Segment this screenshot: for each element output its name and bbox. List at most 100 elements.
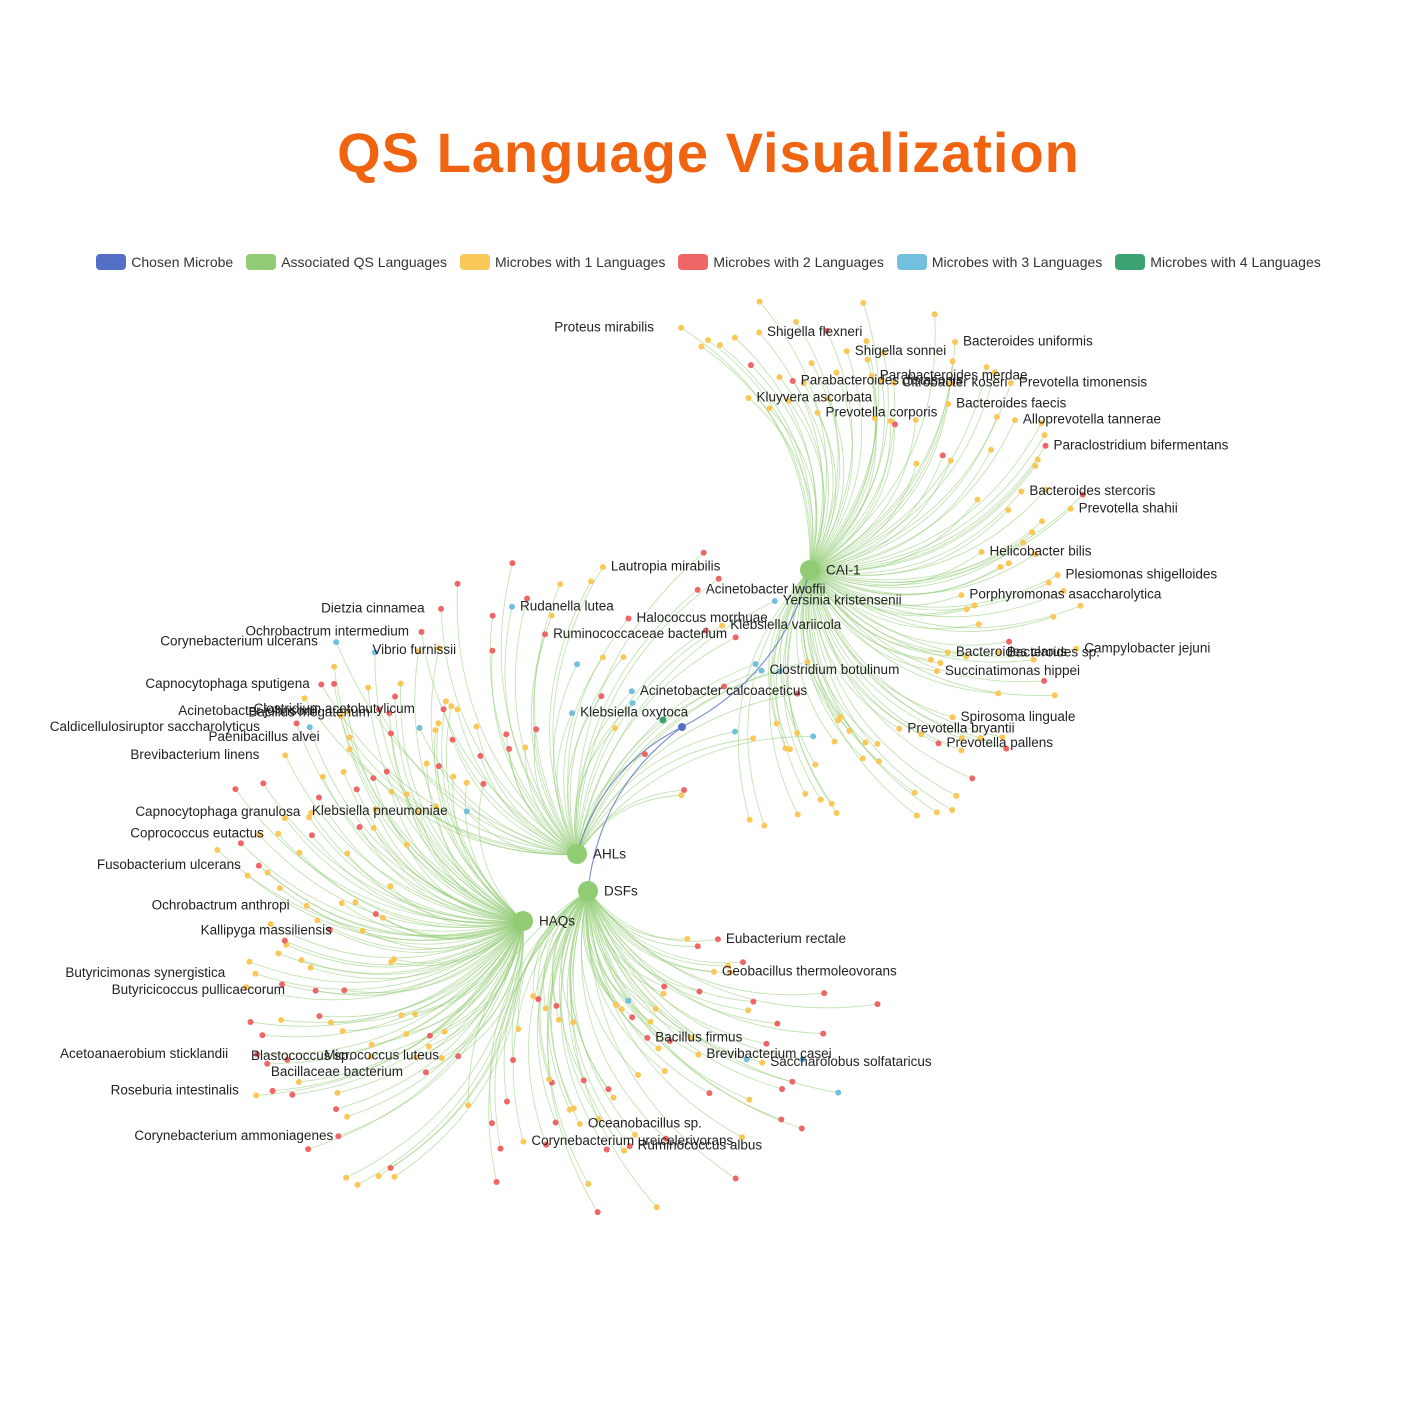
microbe-node[interactable] xyxy=(933,809,940,816)
microbe-node[interactable] xyxy=(710,968,717,975)
microbe-node[interactable] xyxy=(732,634,739,641)
microbe-node[interactable] xyxy=(1073,645,1080,652)
microbe-node[interactable] xyxy=(750,998,757,1005)
microbe-node[interactable] xyxy=(731,728,738,735)
microbe-node[interactable] xyxy=(868,373,875,380)
microbe-node[interactable] xyxy=(944,649,951,656)
microbe-node[interactable] xyxy=(296,849,303,856)
microbe-node[interactable] xyxy=(1077,602,1084,609)
language-node[interactable] xyxy=(513,911,533,931)
microbe-node[interactable] xyxy=(825,395,832,402)
microbe-node[interactable] xyxy=(695,1051,702,1058)
microbe-node[interactable] xyxy=(880,349,887,356)
chosen-microbe-node[interactable] xyxy=(678,723,686,731)
microbe-node[interactable] xyxy=(927,656,934,663)
microbe-node[interactable] xyxy=(794,811,801,818)
microbe-node[interactable] xyxy=(307,964,314,971)
microbe-node[interactable] xyxy=(344,850,351,857)
microbe-node[interactable] xyxy=(1011,417,1018,424)
microbe-node[interactable] xyxy=(1030,656,1037,663)
microbe-node[interactable] xyxy=(821,990,828,997)
microbe-node[interactable] xyxy=(776,374,783,381)
microbe-node[interactable] xyxy=(661,1068,668,1075)
microbe-node[interactable] xyxy=(450,773,457,780)
microbe-node[interactable] xyxy=(660,990,667,997)
microbe-node[interactable] xyxy=(463,779,470,786)
microbe-node[interactable] xyxy=(659,716,667,724)
microbe-node[interactable] xyxy=(773,720,780,727)
microbe-node[interactable] xyxy=(1050,613,1057,620)
microbe-node[interactable] xyxy=(442,698,449,705)
microbe-node[interactable] xyxy=(687,1034,694,1041)
language-node[interactable] xyxy=(578,881,598,901)
microbe-node[interactable] xyxy=(595,1116,602,1123)
microbe-node[interactable] xyxy=(719,622,726,629)
microbe-node[interactable] xyxy=(798,1125,805,1132)
microbe-node[interactable] xyxy=(346,734,353,741)
microbe-node[interactable] xyxy=(745,394,752,401)
microbe-node[interactable] xyxy=(714,936,721,943)
microbe-node[interactable] xyxy=(569,710,576,717)
microbe-node[interactable] xyxy=(963,653,970,660)
microbe-node[interactable] xyxy=(253,1092,260,1099)
microbe-node[interactable] xyxy=(376,706,383,713)
microbe-node[interactable] xyxy=(641,751,648,758)
microbe-node[interactable] xyxy=(473,723,480,730)
microbe-node[interactable] xyxy=(306,724,313,731)
microbe-node[interactable] xyxy=(415,808,422,815)
microbe-node[interactable] xyxy=(326,926,333,933)
microbe-node[interactable] xyxy=(874,1001,881,1008)
microbe-node[interactable] xyxy=(678,324,685,331)
microbe-node[interactable] xyxy=(958,592,965,599)
microbe-node[interactable] xyxy=(912,417,919,424)
microbe-node[interactable] xyxy=(625,997,632,1004)
microbe-node[interactable] xyxy=(557,581,564,588)
microbe-node[interactable] xyxy=(370,775,377,782)
microbe-node[interactable] xyxy=(356,823,363,830)
microbe-node[interactable] xyxy=(264,1060,271,1067)
microbe-node[interactable] xyxy=(794,730,801,737)
microbe-node[interactable] xyxy=(949,714,956,721)
microbe-node[interactable] xyxy=(375,1173,382,1180)
microbe-node[interactable] xyxy=(489,612,496,619)
microbe-node[interactable] xyxy=(918,731,925,738)
microbe-node[interactable] xyxy=(776,668,783,675)
microbe-node[interactable] xyxy=(1041,432,1048,439)
microbe-node[interactable] xyxy=(308,832,315,839)
microbe-node[interactable] xyxy=(1054,572,1061,579)
microbe-node[interactable] xyxy=(334,1089,341,1096)
microbe-node[interactable] xyxy=(653,1204,660,1211)
microbe-node[interactable] xyxy=(585,1180,592,1187)
microbe-node[interactable] xyxy=(1020,539,1027,546)
microbe-node[interactable] xyxy=(706,1090,713,1097)
microbe-node[interactable] xyxy=(367,1053,374,1060)
microbe-node[interactable] xyxy=(939,452,946,459)
microbe-node[interactable] xyxy=(335,1133,342,1140)
microbe-node[interactable] xyxy=(804,658,811,665)
microbe-node[interactable] xyxy=(862,739,869,746)
microbe-node[interactable] xyxy=(338,900,345,907)
microbe-node[interactable] xyxy=(503,731,510,738)
microbe-node[interactable] xyxy=(372,910,379,917)
microbe-node[interactable] xyxy=(971,602,978,609)
microbe-node[interactable] xyxy=(739,1134,746,1141)
microbe-node[interactable] xyxy=(612,724,619,731)
microbe-node[interactable] xyxy=(352,899,359,906)
microbe-node[interactable] xyxy=(312,987,319,994)
microbe-node[interactable] xyxy=(983,363,990,370)
microbe-node[interactable] xyxy=(833,810,840,817)
microbe-node[interactable] xyxy=(522,744,529,751)
microbe-node[interactable] xyxy=(725,962,732,969)
microbe-node[interactable] xyxy=(647,1018,654,1025)
microbe-node[interactable] xyxy=(520,1138,527,1145)
microbe-node[interactable] xyxy=(789,1078,796,1085)
microbe-node[interactable] xyxy=(354,1181,361,1188)
microbe-node[interactable] xyxy=(438,605,445,612)
microbe-node[interactable] xyxy=(949,807,956,814)
microbe-node[interactable] xyxy=(618,1006,625,1013)
microbe-node[interactable] xyxy=(661,983,668,990)
microbe-node[interactable] xyxy=(598,693,605,700)
microbe-node[interactable] xyxy=(1007,379,1014,386)
microbe-node[interactable] xyxy=(548,612,555,619)
microbe-node[interactable] xyxy=(681,787,688,794)
